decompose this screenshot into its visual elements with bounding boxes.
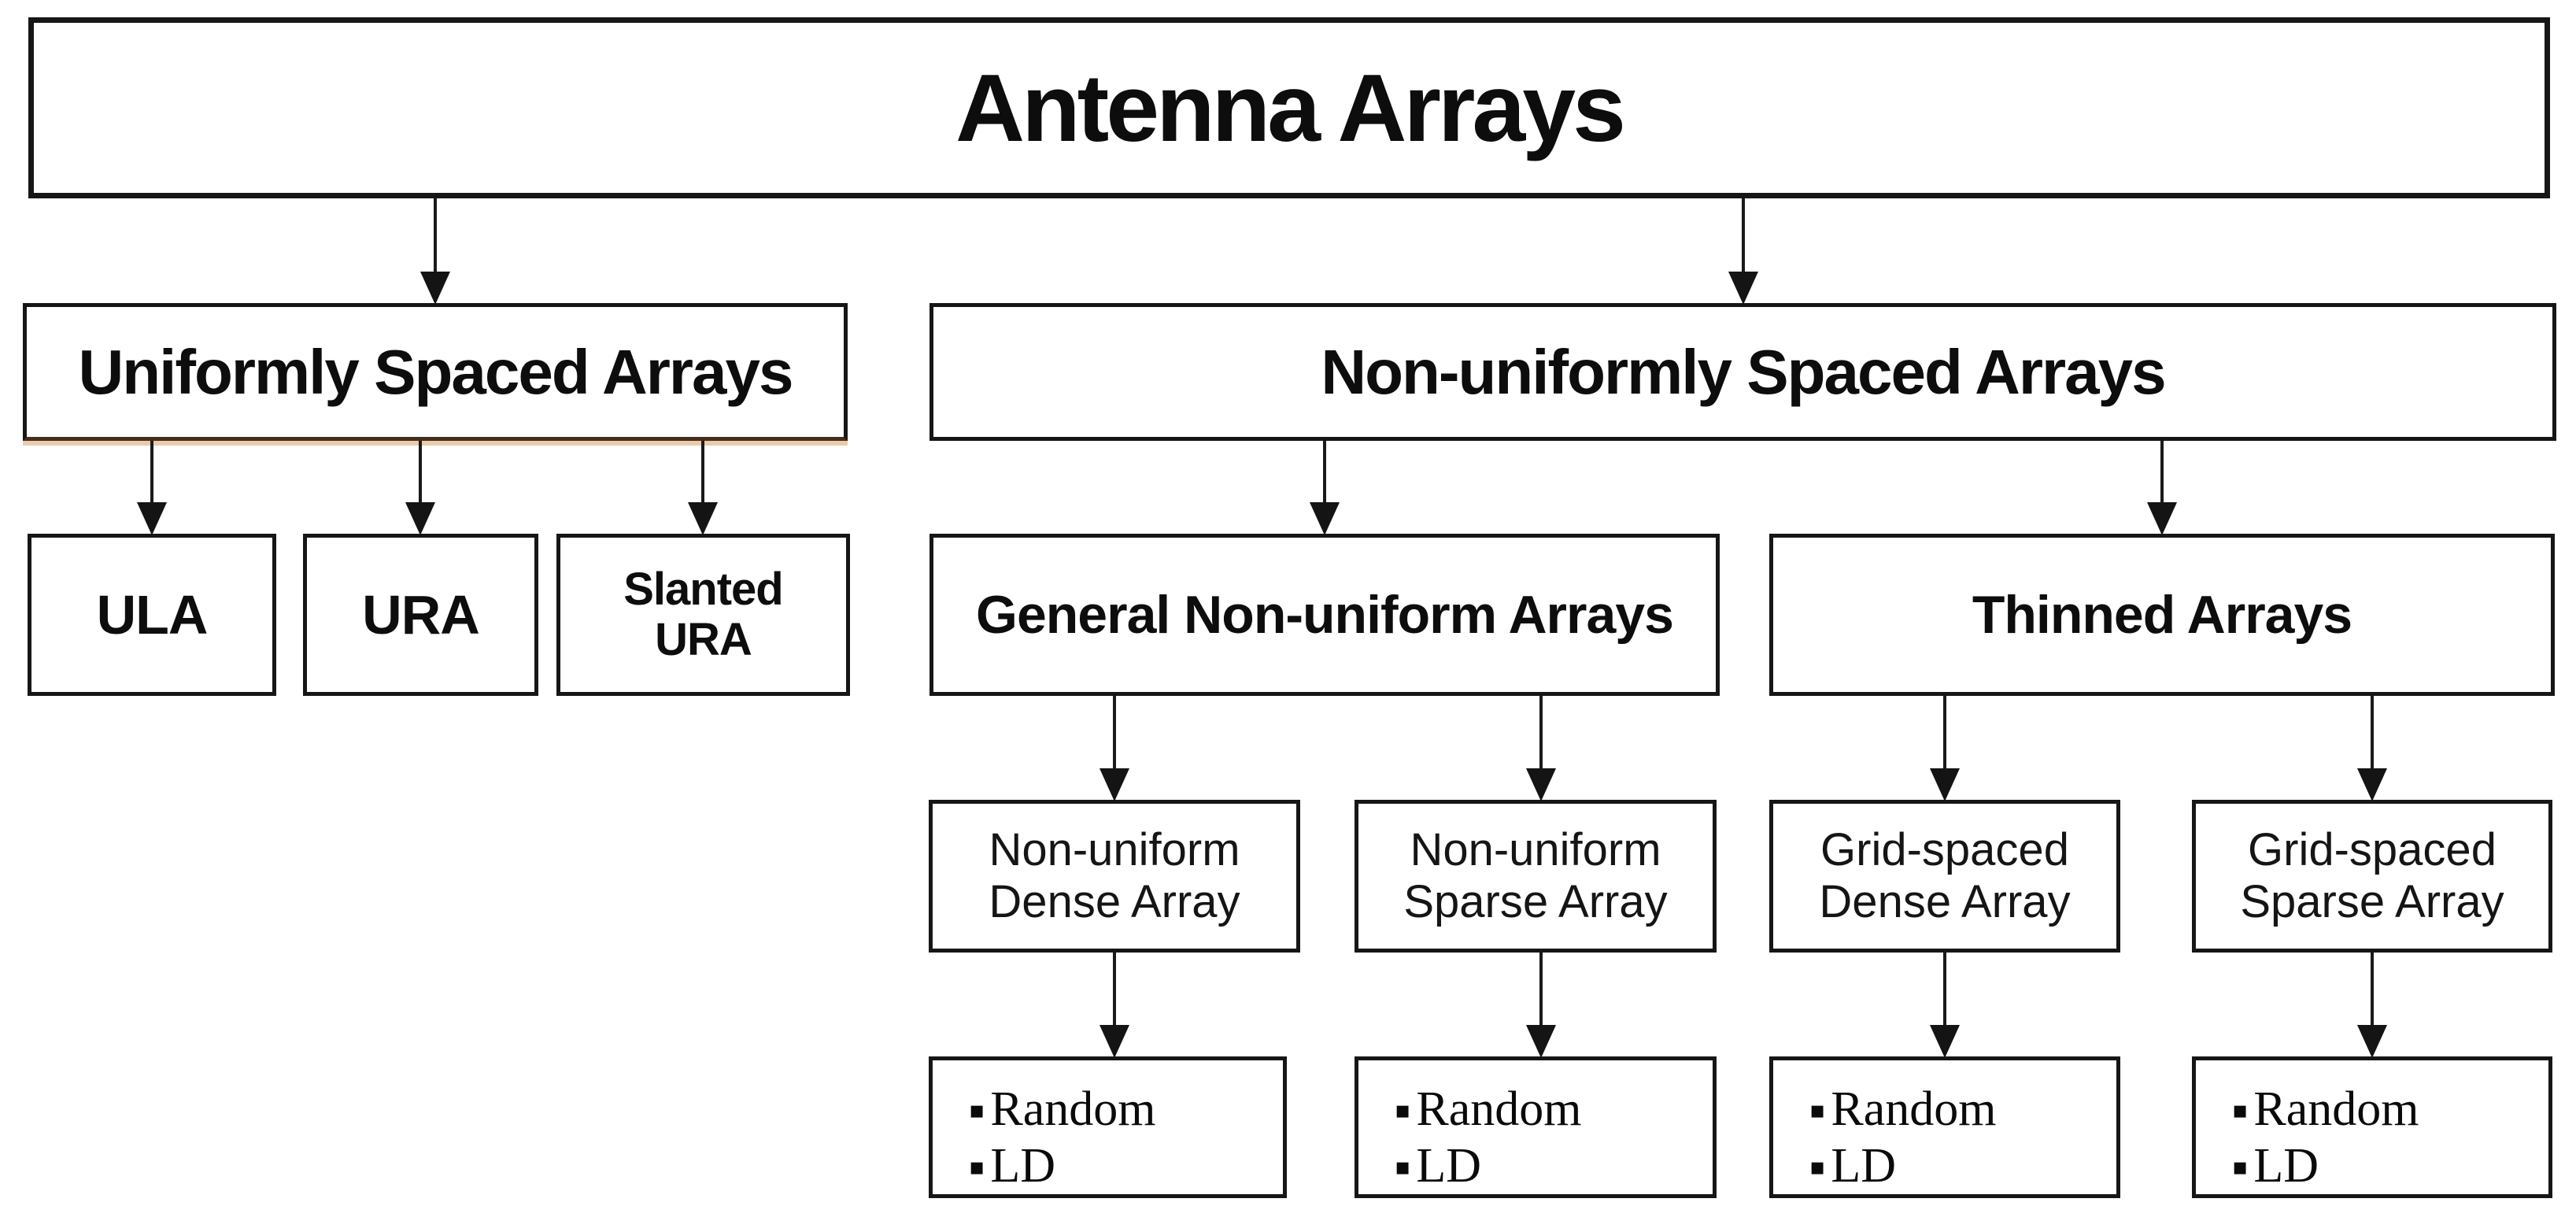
node-grid-spaced-dense-array: Grid-spaced Dense Array xyxy=(1769,800,2120,953)
bullet-square-icon: ▪ xyxy=(1809,1097,1826,1124)
bullet-square-icon: ▪ xyxy=(969,1097,985,1124)
connector-line xyxy=(1323,441,1326,507)
bullet-square-icon: ▪ xyxy=(1395,1097,1411,1124)
connector-line xyxy=(1113,953,1116,1030)
connector-line xyxy=(1539,953,1543,1030)
node-slanted-ura-label: Slanted URA xyxy=(623,564,784,665)
node-uniformly-spaced-arrays-label: Uniformly Spaced Arrays xyxy=(78,336,794,407)
list-item: ▪ LD xyxy=(1809,1138,1896,1194)
arrow-down-icon xyxy=(1100,1025,1129,1058)
node-non-uniformly-spaced-arrays: Non-uniformly Spaced Arrays xyxy=(930,303,2556,441)
arrow-down-icon xyxy=(2147,502,2177,535)
arrow-down-icon xyxy=(1526,768,1556,801)
node-grid-spaced-sparse-array-label: Grid-spaced Sparse Array xyxy=(2240,823,2504,927)
node-gs-sparse-options: ▪ Random ▪ LD xyxy=(2192,1056,2552,1198)
arrow-down-icon xyxy=(1526,1025,1556,1058)
list-item-label: Random xyxy=(1831,1082,1997,1136)
list-item: ▪ LD xyxy=(1395,1138,1481,1194)
bullet-square-icon: ▪ xyxy=(2232,1097,2249,1124)
node-ula: ULA xyxy=(28,534,276,696)
node-nu-sparse-options: ▪ Random ▪ LD xyxy=(1355,1056,1717,1198)
node-antenna-arrays: Antenna Arrays xyxy=(28,17,2550,198)
list-item-label: LD xyxy=(990,1139,1055,1193)
arrow-down-icon xyxy=(2357,768,2387,801)
arrow-down-icon xyxy=(1728,272,1758,305)
connector-line xyxy=(2371,696,2374,773)
connector-line xyxy=(2160,441,2164,507)
node-grid-spaced-dense-array-label: Grid-spaced Dense Array xyxy=(1819,823,2071,927)
connector-line xyxy=(701,441,704,507)
node-grid-spaced-sparse-array: Grid-spaced Sparse Array xyxy=(2192,800,2552,953)
arrow-down-icon xyxy=(1930,768,1960,801)
list-item: ▪ Random xyxy=(2232,1081,2419,1138)
node-non-uniform-dense-array: Non-uniform Dense Array xyxy=(929,800,1300,953)
connector-line xyxy=(2371,953,2374,1030)
list-item-label: Random xyxy=(2253,1082,2419,1136)
node-ula-label: ULA xyxy=(96,584,209,646)
arrow-down-icon xyxy=(137,502,167,535)
node-antenna-arrays-label: Antenna Arrays xyxy=(955,54,1626,161)
list-item-label: Random xyxy=(990,1082,1156,1136)
node-non-uniform-sparse-array: Non-uniform Sparse Array xyxy=(1355,800,1717,953)
arrow-down-icon xyxy=(688,502,718,535)
node-thinned-arrays: Thinned Arrays xyxy=(1769,534,2555,696)
connector-line xyxy=(1943,696,1946,773)
connector-line xyxy=(434,198,437,276)
node-ura: URA xyxy=(303,534,538,696)
node-uniformly-spaced-arrays: Uniformly Spaced Arrays xyxy=(23,303,848,441)
list-item-label: LD xyxy=(1831,1139,1896,1193)
arrow-down-icon xyxy=(1930,1025,1960,1058)
list-item-label: LD xyxy=(1416,1139,1481,1193)
bullet-square-icon: ▪ xyxy=(969,1153,985,1181)
arrow-down-icon xyxy=(2357,1025,2387,1058)
arrow-down-icon xyxy=(420,272,450,305)
node-non-uniform-sparse-array-label: Non-uniform Sparse Array xyxy=(1403,823,1668,927)
arrow-down-icon xyxy=(1100,768,1129,801)
node-ura-label: URA xyxy=(362,584,480,646)
bullet-square-icon: ▪ xyxy=(1395,1153,1411,1181)
list-item: ▪ LD xyxy=(969,1138,1055,1194)
connector-line xyxy=(150,441,153,507)
list-item: ▪ LD xyxy=(2232,1138,2319,1194)
node-nu-dense-options: ▪ Random ▪ LD xyxy=(929,1056,1287,1198)
bullet-square-icon: ▪ xyxy=(2232,1153,2249,1181)
node-general-non-uniform-arrays-label: General Non-uniform Arrays xyxy=(976,585,1674,645)
node-non-uniform-dense-array-label: Non-uniform Dense Array xyxy=(989,823,1240,927)
node-general-non-uniform-arrays: General Non-uniform Arrays xyxy=(930,534,1720,696)
node-slanted-ura: Slanted URA xyxy=(556,534,850,696)
connector-line xyxy=(1539,696,1543,773)
list-item: ▪ Random xyxy=(969,1081,1155,1138)
list-item-label: Random xyxy=(1416,1082,1582,1136)
node-non-uniformly-spaced-arrays-label: Non-uniformly Spaced Arrays xyxy=(1321,336,2166,407)
connector-line xyxy=(419,441,422,507)
arrow-down-icon xyxy=(405,502,435,535)
connector-line xyxy=(1113,696,1116,773)
connector-line xyxy=(1742,198,1745,276)
arrow-down-icon xyxy=(1310,502,1340,535)
node-gs-dense-options: ▪ Random ▪ LD xyxy=(1769,1056,2120,1198)
list-item-label: LD xyxy=(2253,1139,2319,1193)
connector-line xyxy=(1943,953,1946,1030)
node-thinned-arrays-label: Thinned Arrays xyxy=(1972,585,2352,645)
bullet-square-icon: ▪ xyxy=(1809,1153,1826,1181)
list-item: ▪ Random xyxy=(1395,1081,1581,1138)
list-item: ▪ Random xyxy=(1809,1081,1996,1138)
